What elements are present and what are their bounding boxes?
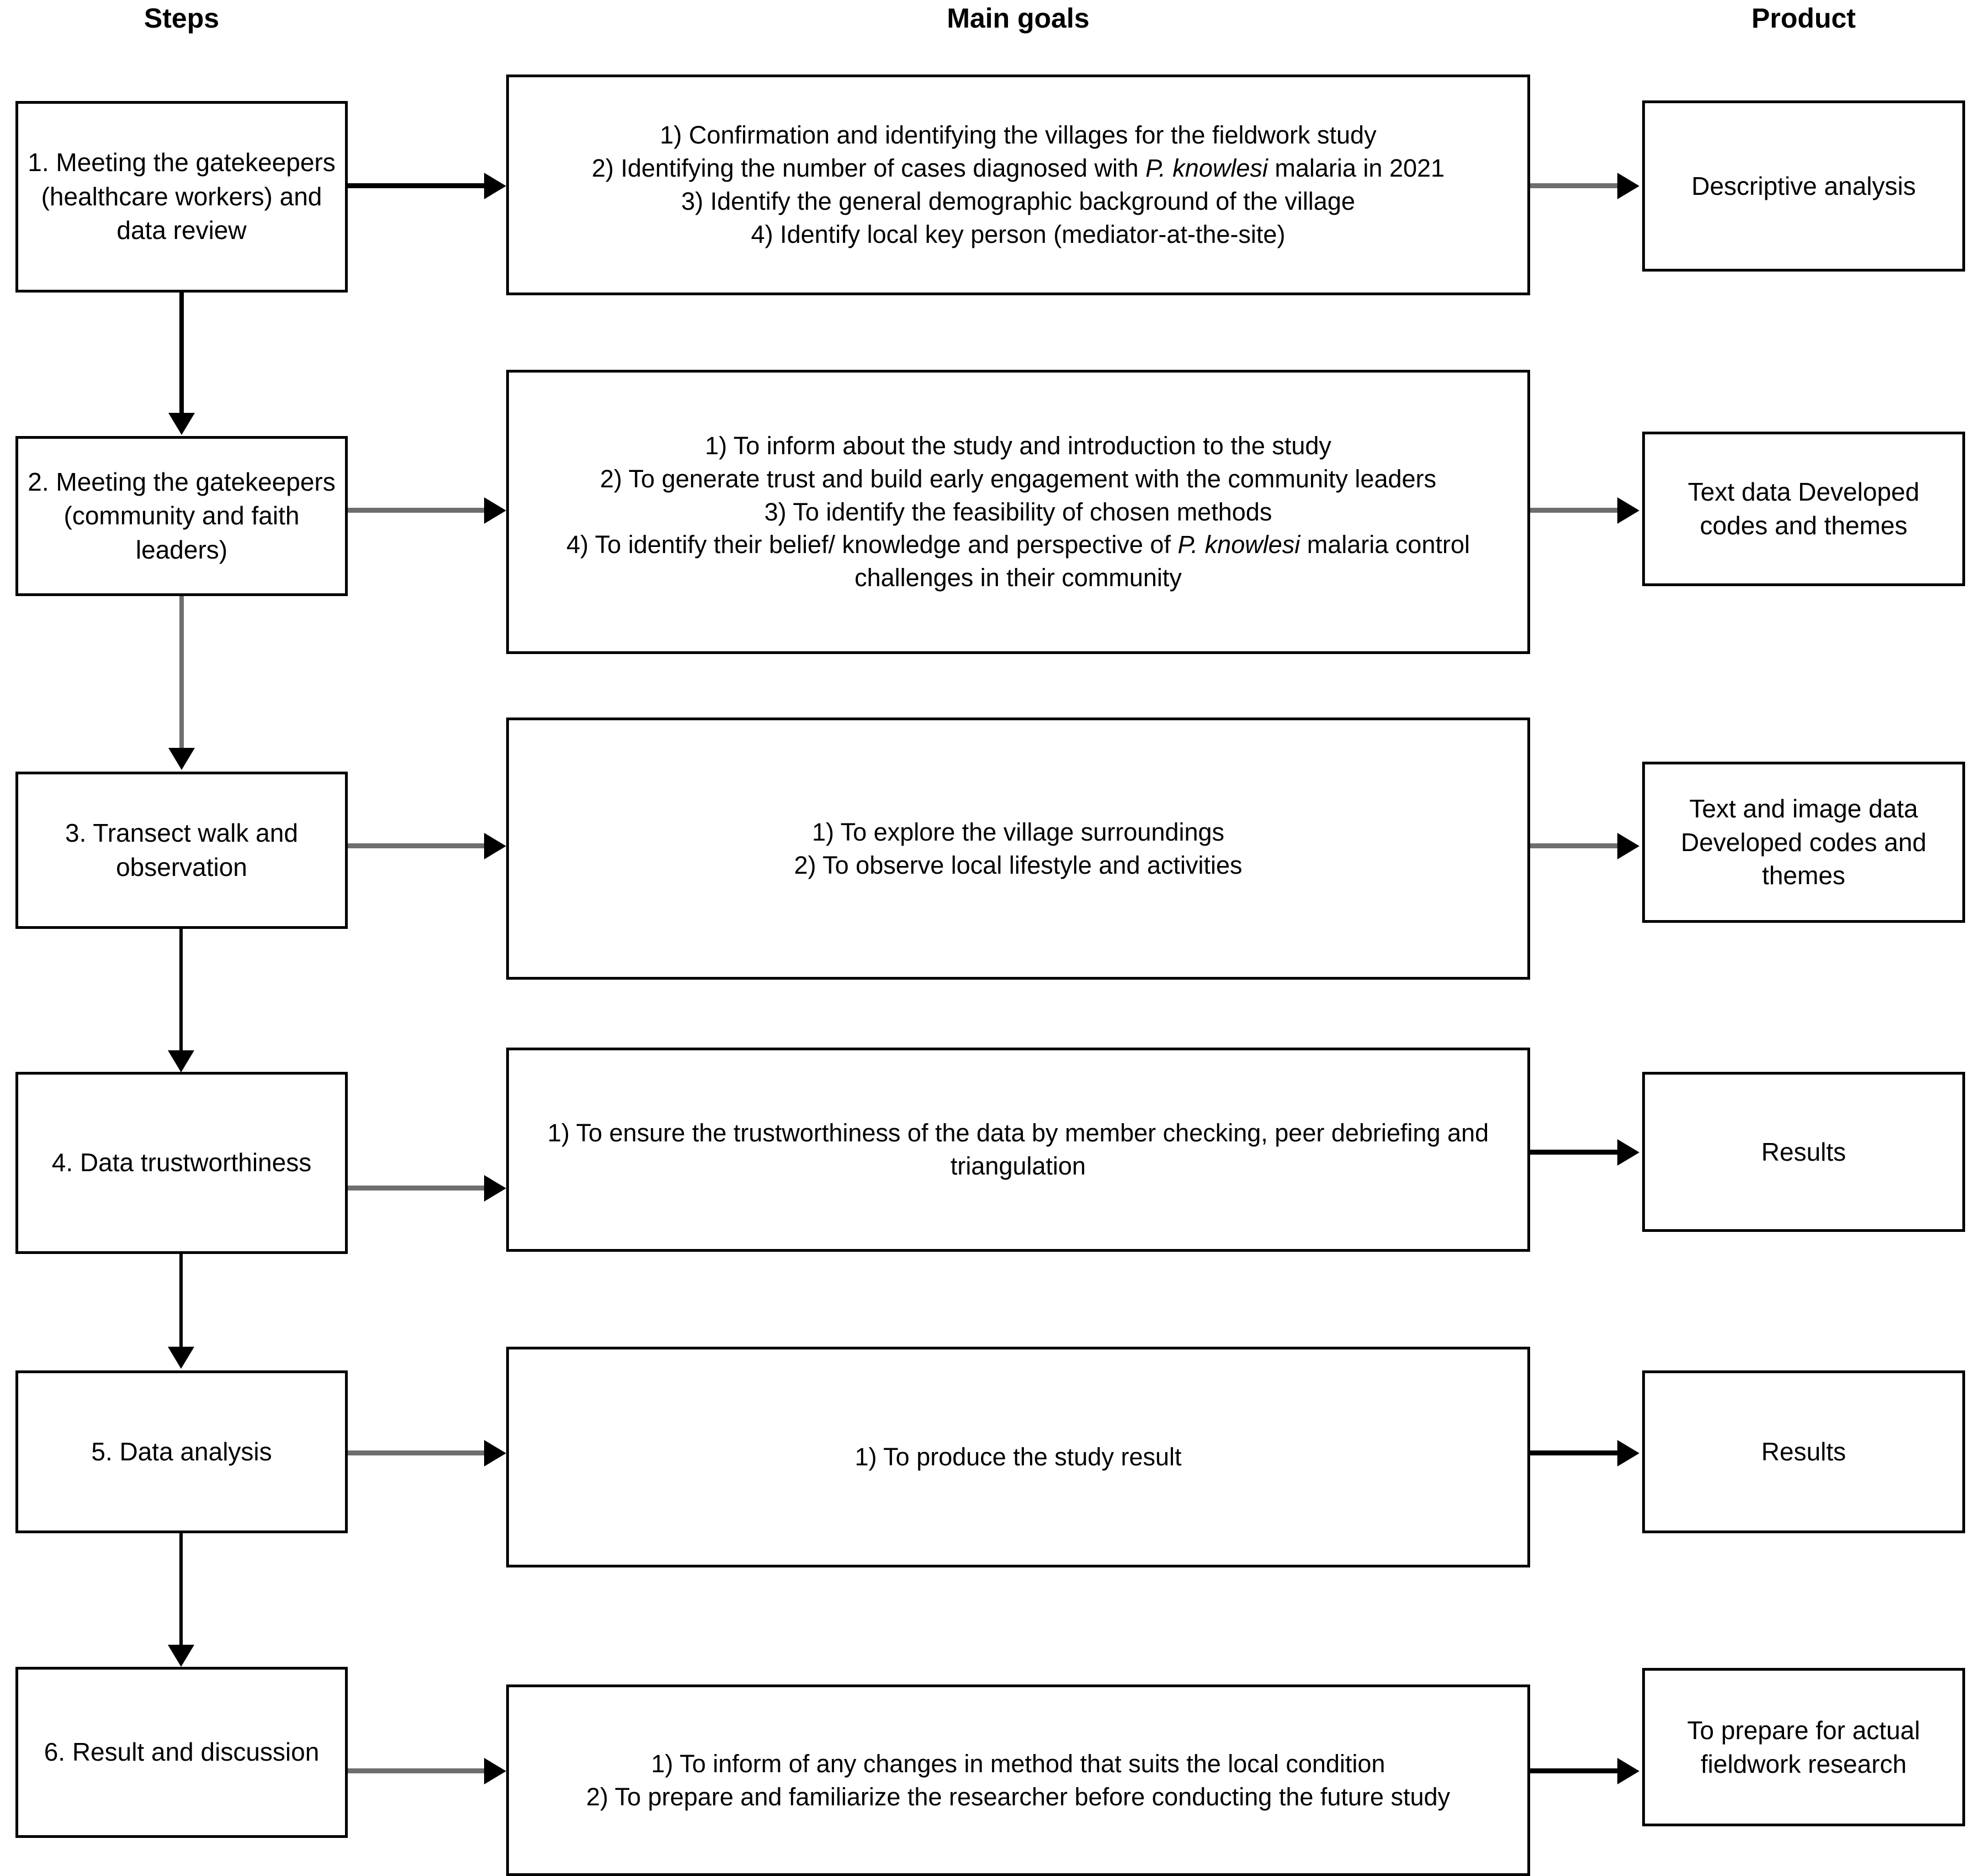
step-box-4[interactable]: 4. Data trustworthiness (15, 1072, 348, 1254)
step-box-2-label: 2. Meeting the gatekeepers (community an… (28, 467, 336, 564)
goals-box-5[interactable]: 1) To produce the study result (506, 1347, 1530, 1567)
product-box-6-label: To prepare for actual fieldwork research (1687, 1715, 1920, 1778)
step-box-1-label: 1. Meeting the gatekeepers (healthcare w… (28, 148, 336, 245)
arrow-step2-to-step3-shaft (179, 596, 184, 750)
arrow-step5-to-goals5-shaft (348, 1450, 486, 1455)
product-box-5[interactable]: Results (1642, 1370, 1965, 1533)
product-box-6[interactable]: To prepare for actual fieldwork research (1642, 1668, 1965, 1826)
arrow-step5-to-step6-shaft (179, 1533, 183, 1646)
arrow-goals6-to-product6-head (1617, 1758, 1639, 1784)
goals-box-6[interactable]: 1) To inform of any changes in method th… (506, 1684, 1530, 1876)
product-box-2[interactable]: Text data Developed codes and themes (1642, 432, 1965, 586)
arrow-step4-to-goals4-head (484, 1175, 506, 1202)
arrow-step3-to-goals3-head (484, 833, 506, 859)
arrow-step4-to-step5-shaft (179, 1254, 183, 1349)
arrow-goals6-to-product6-shaft (1530, 1768, 1618, 1773)
product-box-3-label: Text and image data Developed codes and … (1681, 794, 1926, 890)
step-box-4-label: 4. Data trustworthiness (51, 1148, 312, 1177)
arrow-step2-to-step3-head (168, 748, 195, 770)
arrow-step3-to-step4-shaft (179, 929, 183, 1053)
arrow-goals4-to-product4-head (1617, 1139, 1639, 1166)
goals-box-1-text: 1) Confirmation and identifying the vill… (591, 121, 1445, 248)
arrow-step6-to-goals6-head (484, 1758, 506, 1784)
arrow-step2-to-goals2-head (484, 497, 506, 524)
step-box-3-label: 3. Transect walk and observation (65, 818, 298, 881)
arrow-step4-to-step5-head (168, 1347, 194, 1369)
arrow-goals5-to-product5-head (1617, 1440, 1639, 1466)
arrow-goals1-to-product1-shaft (1530, 183, 1618, 188)
arrow-step4-to-goals4-shaft (348, 1186, 486, 1191)
arrow-step5-to-goals5-head (484, 1440, 506, 1466)
arrow-step3-to-goals3-shaft (348, 843, 486, 848)
goals-box-2-text: 1) To inform about the study and introdu… (566, 431, 1470, 592)
arrow-goals3-to-product3-head (1617, 833, 1639, 859)
goals-box-1[interactable]: 1) Confirmation and identifying the vill… (506, 75, 1530, 295)
arrow-step3-to-step4-head (168, 1050, 194, 1072)
step-box-6[interactable]: 6. Result and discussion (15, 1667, 348, 1838)
arrow-step1-to-step2-shaft (179, 293, 184, 415)
arrow-step1-to-goals1-head (484, 173, 506, 199)
arrow-goals3-to-product3-shaft (1530, 843, 1618, 848)
step-box-5-label: 5. Data analysis (91, 1437, 272, 1466)
arrow-step5-to-step6-head (168, 1645, 194, 1667)
arrow-goals5-to-product5-shaft (1530, 1450, 1618, 1455)
goals-box-4[interactable]: 1) To ensure the trustworthiness of the … (506, 1048, 1530, 1252)
arrow-goals2-to-product2-shaft (1530, 508, 1618, 513)
arrow-step6-to-goals6-shaft (348, 1768, 486, 1773)
arrow-step2-to-goals2-shaft (348, 508, 486, 513)
column-header-main-goals: Main goals (947, 3, 1090, 34)
product-box-3[interactable]: Text and image data Developed codes and … (1642, 762, 1965, 923)
product-box-5-label: Results (1761, 1437, 1846, 1466)
arrow-goals4-to-product4-shaft (1530, 1150, 1618, 1155)
goals-box-5-text: 1) To produce the study result (854, 1443, 1182, 1471)
product-box-4[interactable]: Results (1642, 1072, 1965, 1232)
arrow-step1-to-step2-head (168, 413, 195, 435)
goals-box-2[interactable]: 1) To inform about the study and introdu… (506, 370, 1530, 654)
arrow-goals1-to-product1-head (1617, 173, 1639, 199)
product-box-1[interactable]: Descriptive analysis (1642, 100, 1965, 272)
step-box-5[interactable]: 5. Data analysis (15, 1370, 348, 1533)
product-box-1-label: Descriptive analysis (1691, 171, 1916, 200)
column-header-product: Product (1751, 3, 1856, 34)
step-box-2[interactable]: 2. Meeting the gatekeepers (community an… (15, 436, 348, 596)
product-box-4-label: Results (1761, 1137, 1846, 1166)
column-header-steps: Steps (144, 3, 220, 34)
step-box-3[interactable]: 3. Transect walk and observation (15, 772, 348, 929)
product-box-2-label: Text data Developed codes and themes (1687, 477, 1920, 540)
arrow-step1-to-goals1-shaft (348, 183, 486, 188)
step-box-1[interactable]: 1. Meeting the gatekeepers (healthcare w… (15, 101, 348, 293)
goals-box-6-text: 1) To inform of any changes in method th… (586, 1749, 1451, 1811)
arrow-goals2-to-product2-head (1617, 497, 1639, 524)
step-box-6-label: 6. Result and discussion (44, 1737, 320, 1767)
goals-box-4-text: 1) To ensure the trustworthiness of the … (547, 1119, 1489, 1180)
